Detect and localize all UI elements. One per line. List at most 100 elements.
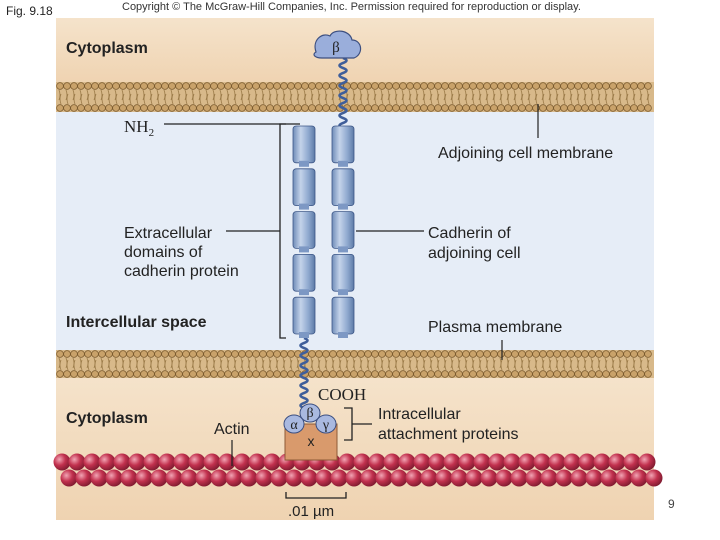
lipid-tail — [338, 357, 342, 371]
lipid-tail — [436, 89, 440, 105]
lipid-tail — [562, 89, 566, 105]
actin-bead — [593, 453, 611, 471]
actin-bead — [578, 453, 596, 471]
lipid-tail — [597, 89, 601, 105]
scale-label: .01 µm — [288, 503, 334, 520]
lipid-head — [490, 350, 498, 358]
actin-bead — [383, 453, 401, 471]
lipid-head — [630, 370, 638, 378]
lipid-tail — [268, 89, 272, 105]
lipid-head — [196, 82, 204, 90]
lipid-tail — [422, 89, 426, 105]
intracellular-label-line2: attachment proteins — [378, 426, 519, 443]
lipid-head — [105, 104, 113, 112]
lipid-head — [525, 370, 533, 378]
lipid-tail — [261, 357, 265, 371]
lipid-tail — [401, 89, 405, 105]
lipid-tail — [65, 89, 69, 105]
lipid-head — [462, 82, 470, 90]
adjoining-cell-membrane — [56, 82, 654, 112]
lipid-head — [427, 82, 435, 90]
lipid-head — [56, 350, 64, 358]
cadherin-domain — [292, 168, 316, 207]
lipid-head — [70, 82, 78, 90]
lipid-head — [378, 350, 386, 358]
lipid-tail — [128, 89, 132, 105]
lipid-head — [294, 82, 302, 90]
lipid-head — [539, 82, 547, 90]
lipid-head — [399, 82, 407, 90]
lipid-head — [567, 82, 575, 90]
lipid-tail — [93, 357, 97, 371]
nh2-subscript: 2 — [149, 127, 155, 139]
lipid-tail — [632, 89, 636, 105]
lipid-head — [539, 104, 547, 112]
actin-bead — [180, 469, 198, 487]
lipid-head — [364, 82, 372, 90]
actin-bead — [638, 453, 656, 471]
actin-bead — [98, 453, 116, 471]
lipid-head — [406, 104, 414, 112]
lipid-head — [238, 350, 246, 358]
lipid-head — [623, 350, 631, 358]
lipid-tail — [611, 357, 615, 371]
lipid-tail — [520, 89, 524, 105]
actin-bead — [570, 469, 588, 487]
lipid-head — [574, 82, 582, 90]
lipid-tail — [380, 357, 384, 371]
lipid-tail — [373, 357, 377, 371]
lipid-head — [462, 104, 470, 112]
lipid-head — [637, 82, 645, 90]
actin-bead — [345, 469, 363, 487]
lipid-head — [126, 104, 134, 112]
lipid-tail — [149, 357, 153, 371]
lipid-head — [511, 104, 519, 112]
actin-bead — [113, 453, 131, 471]
lipid-head — [329, 82, 337, 90]
actin-bead — [465, 469, 483, 487]
actin-bead — [255, 469, 273, 487]
lipid-head — [301, 82, 309, 90]
lipid-head — [455, 350, 463, 358]
lipid-tail — [303, 89, 307, 105]
actin-filament — [53, 453, 663, 487]
lipid-head — [77, 82, 85, 90]
lipid-head — [378, 370, 386, 378]
lipid-head — [252, 350, 260, 358]
lipid-tail — [240, 89, 244, 105]
lipid-head — [385, 350, 393, 358]
lipid-head — [308, 104, 316, 112]
nh2-label: NH2 — [124, 117, 154, 139]
actin-bead — [315, 469, 333, 487]
lipid-head — [161, 82, 169, 90]
actin-bead — [158, 453, 176, 471]
lipid-head — [196, 370, 204, 378]
lipid-head — [623, 104, 631, 112]
lipid-tail — [282, 357, 286, 371]
lipid-tail — [324, 357, 328, 371]
lipid-head — [112, 370, 120, 378]
scale-bar — [285, 492, 347, 499]
lipid-tail — [527, 357, 531, 371]
lipid-head — [560, 82, 568, 90]
lipid-head — [91, 104, 99, 112]
lipid-head — [434, 104, 442, 112]
lipid-head — [224, 370, 232, 378]
lipid-head — [497, 104, 505, 112]
lipid-tail — [590, 89, 594, 105]
lipid-head — [182, 104, 190, 112]
lipid-head — [630, 104, 638, 112]
lipid-tail — [240, 357, 244, 371]
lipid-head — [112, 82, 120, 90]
actin-bead — [300, 469, 318, 487]
lipid-head — [497, 82, 505, 90]
lipid-head — [63, 104, 71, 112]
lipid-head — [490, 82, 498, 90]
lipid-head — [322, 370, 330, 378]
actin-bead — [645, 469, 663, 487]
lipid-head — [392, 104, 400, 112]
lipid-head — [336, 350, 344, 358]
lipid-head — [147, 104, 155, 112]
actin-bead — [503, 453, 521, 471]
